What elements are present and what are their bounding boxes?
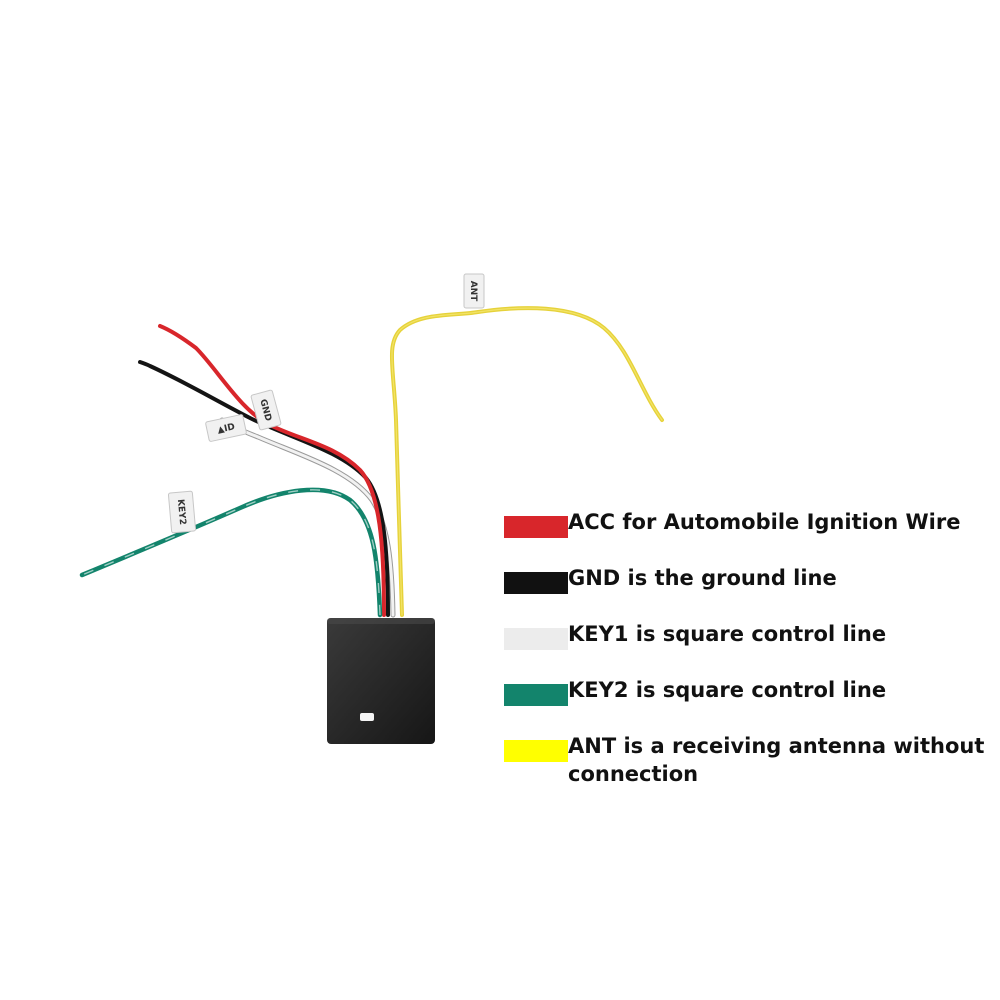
key1-wire-core bbox=[220, 418, 395, 617]
legend-item-key1: KEY1 is square control line bbox=[504, 620, 994, 676]
ant-tag: ANT bbox=[463, 273, 485, 309]
key2-wire-stripe bbox=[81, 489, 381, 616]
acc-color-swatch bbox=[504, 516, 568, 538]
key1-color-swatch bbox=[504, 628, 568, 650]
key1-tag: ▲ID bbox=[205, 414, 247, 442]
ant-wire-highlight bbox=[391, 307, 663, 616]
legend-item-key2: KEY2 is square control line bbox=[504, 676, 994, 732]
ant-tag-label: ANT bbox=[468, 281, 478, 302]
key2-wire bbox=[79, 487, 383, 618]
key2-tag-label: KEY2 bbox=[175, 499, 187, 526]
ant-legend-label: ANT is a receiving antenna without conne… bbox=[568, 734, 985, 786]
control-module bbox=[327, 618, 435, 744]
gnd-color-swatch bbox=[504, 572, 568, 594]
wire-legend: ACC for Automobile Ignition Wire GND is … bbox=[504, 508, 994, 812]
gnd-tag: GND bbox=[250, 389, 282, 431]
key1-wire bbox=[219, 417, 396, 618]
gnd-legend-label: GND is the ground line bbox=[568, 566, 837, 590]
legend-item-gnd: GND is the ground line bbox=[504, 564, 994, 620]
module-led bbox=[360, 713, 374, 721]
legend-item-ant: ANT is a receiving antenna without conne… bbox=[504, 732, 994, 812]
key2-tag: KEY2 bbox=[167, 490, 197, 534]
acc-wire bbox=[158, 324, 386, 617]
legend-item-acc: ACC for Automobile Ignition Wire bbox=[504, 508, 994, 564]
ant-color-swatch bbox=[504, 740, 568, 762]
acc-legend-label: ACC for Automobile Ignition Wire bbox=[568, 510, 961, 534]
key1-tag-label: ▲ID bbox=[216, 422, 235, 435]
key2-color-swatch bbox=[504, 684, 568, 706]
key1-legend-label: KEY1 is square control line bbox=[568, 622, 887, 646]
key2-legend-label: KEY2 is square control line bbox=[568, 678, 887, 702]
